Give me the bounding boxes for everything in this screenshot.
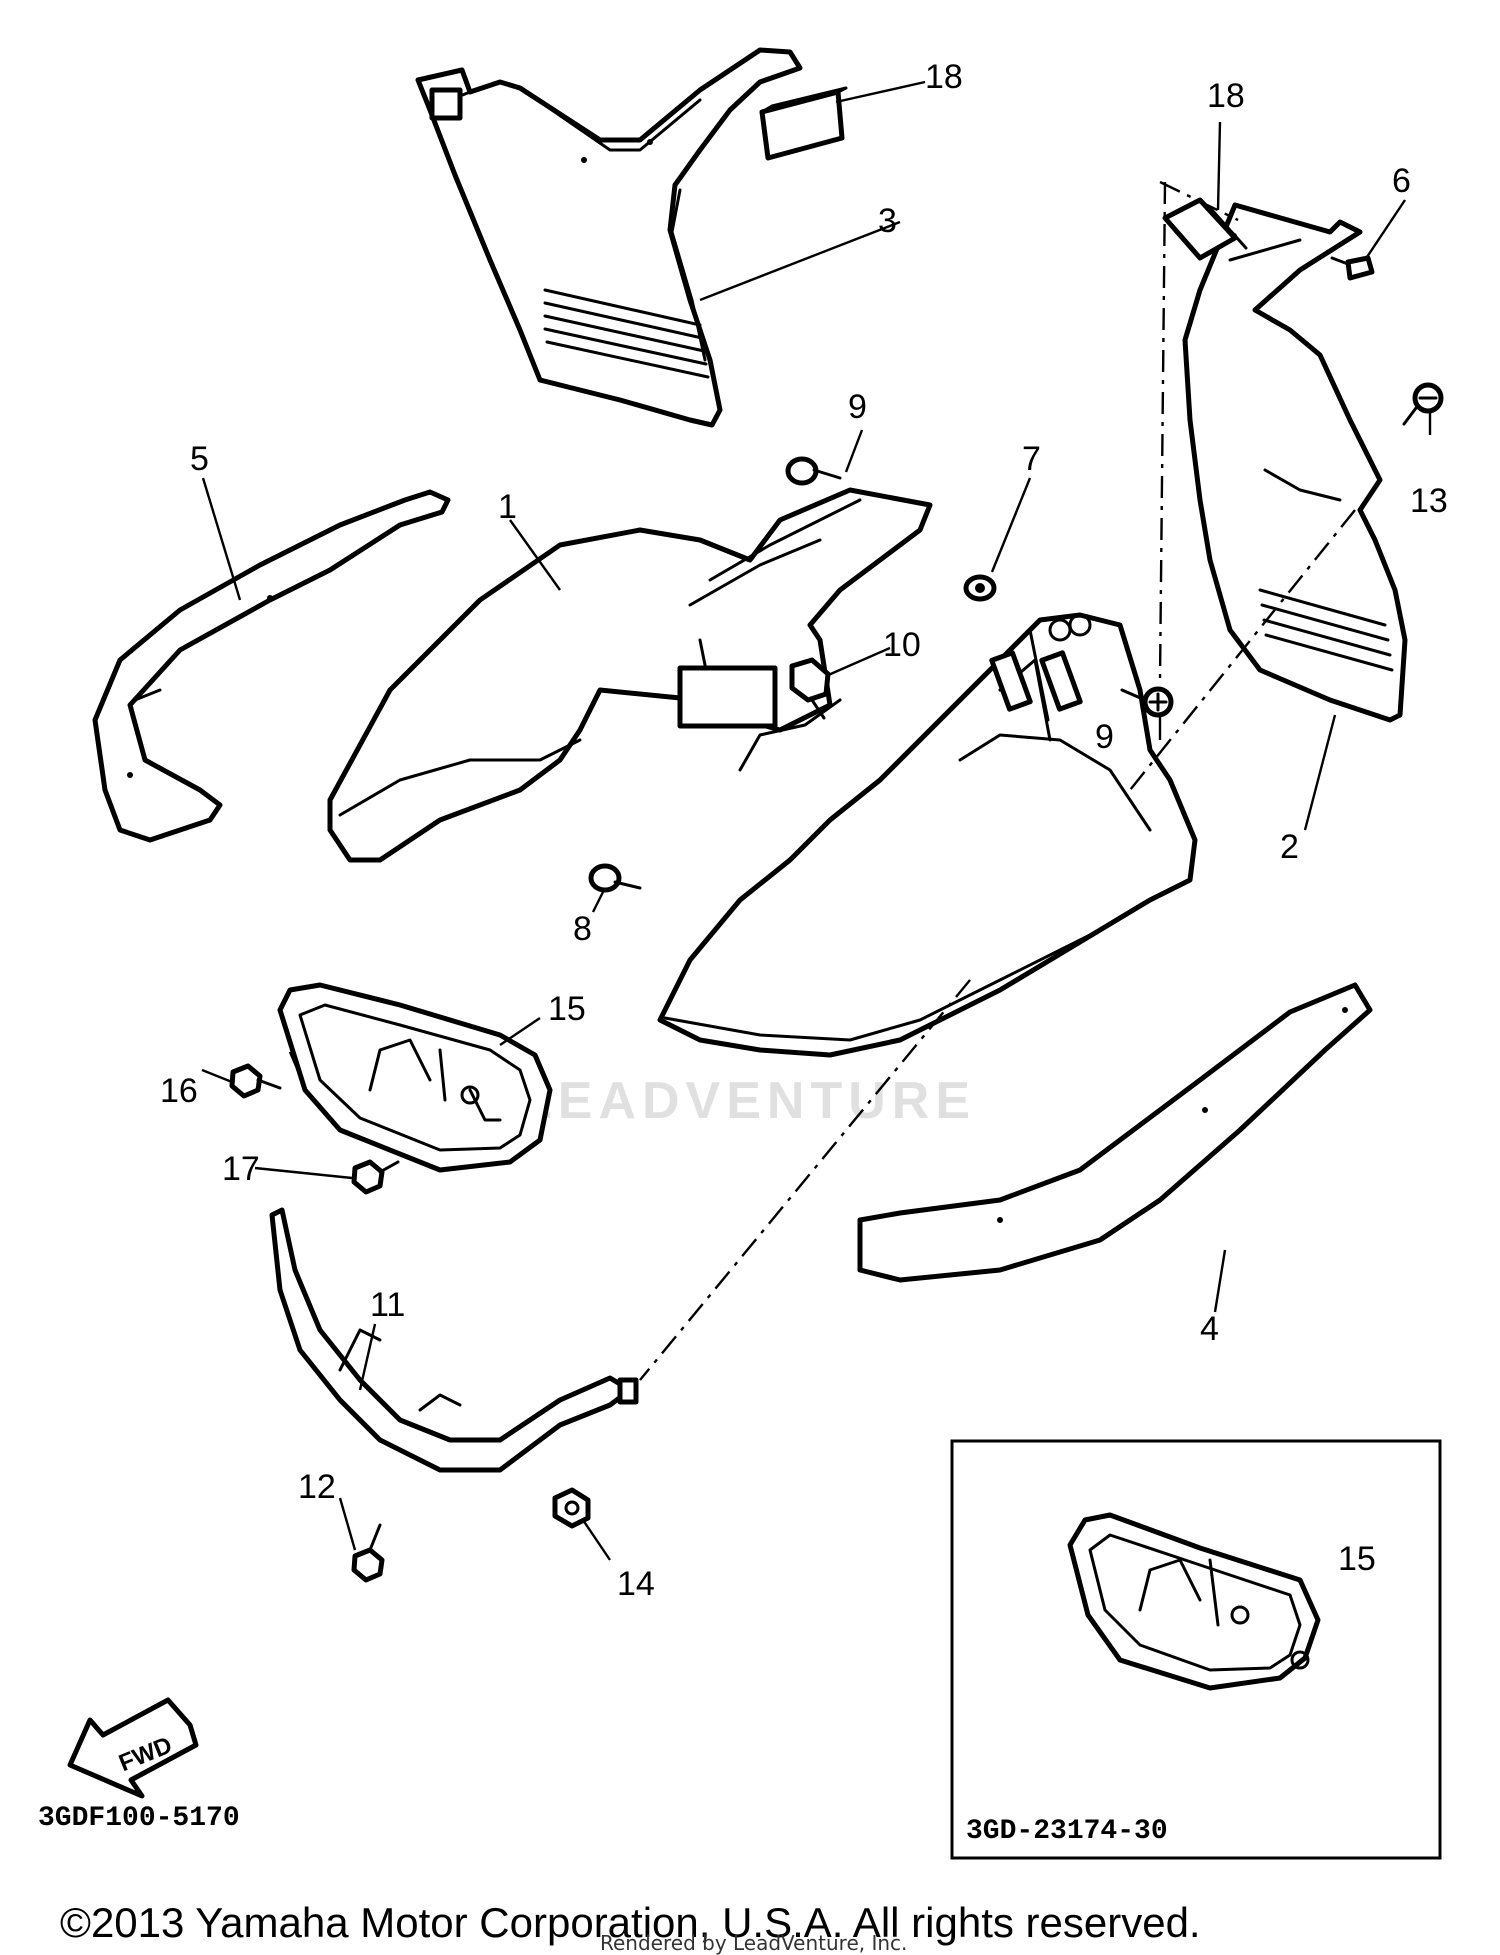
assembly-line-c — [1129, 509, 1356, 791]
callout-15-main: 15 — [548, 990, 586, 1028]
rendered-by-note: Rendered by LeadVenture, Inc. — [600, 1931, 907, 1955]
front-fender — [327, 487, 933, 863]
callout-7: 7 — [1022, 440, 1041, 478]
watermark: LEADVENTURE — [520, 1072, 976, 1130]
assembly-line-d — [639, 979, 971, 1381]
callout-3: 3 — [878, 202, 897, 240]
fwd-arrow: FWD — [67, 1697, 199, 1799]
callout-13: 13 — [1410, 482, 1448, 520]
screw-13 — [1402, 382, 1444, 426]
bolt-6 — [1330, 255, 1375, 281]
cushion-pad-left — [759, 86, 848, 161]
bolt-17 — [351, 1159, 400, 1195]
bolt-10 — [789, 657, 831, 720]
callout-1: 1 — [498, 488, 517, 526]
collar-7 — [963, 574, 997, 602]
callout-18-top-left: 18 — [925, 58, 963, 96]
callout-17: 17 — [222, 1150, 260, 1188]
callout-8: 8 — [573, 910, 592, 948]
callout-labels: 18 3 5 1 9 7 18 6 13 10 9 2 8 15 16 17 4… — [160, 58, 1448, 1603]
diagram-code: 3GDF100-5170 — [38, 1803, 240, 1834]
side-cover-right — [1182, 202, 1408, 723]
copyright-notice: ©2013 Yamaha Motor Corporation, U.S.A. A… — [60, 1899, 1201, 1946]
callout-11: 11 — [370, 1286, 405, 1324]
callout-18-top-right: 18 — [1207, 77, 1245, 115]
leader-lines — [201, 80, 1432, 1619]
callout-12: 12 — [298, 1468, 336, 1506]
side-cover-left — [415, 47, 803, 428]
callout-10: 10 — [883, 626, 921, 664]
bolt-12 — [351, 1523, 385, 1583]
assembly-line-e — [288, 1051, 304, 1081]
callout-14: 14 — [617, 1565, 655, 1603]
fender-center — [657, 612, 1198, 1058]
bolt-9-left — [785, 456, 842, 486]
callout-16: 16 — [160, 1072, 198, 1110]
assembly-line-b — [1159, 180, 1239, 222]
bolt-16 — [229, 1063, 282, 1099]
fender-stay — [269, 1207, 639, 1473]
callout-9-right: 9 — [1095, 718, 1114, 756]
callout-5: 5 — [190, 440, 209, 478]
assembly-line-a — [1158, 181, 1167, 681]
inset-part-code: 3GD-23174-30 — [966, 1816, 1168, 1847]
callout-4: 4 — [1200, 1310, 1219, 1348]
callout-15-inset: 15 — [1338, 1540, 1376, 1578]
bolt-8 — [588, 863, 642, 893]
mud-flap-right — [857, 982, 1373, 1283]
headlight-bracket — [277, 982, 553, 1173]
nut-14 — [552, 1487, 591, 1529]
callout-6: 6 — [1392, 162, 1411, 200]
callout-2: 2 — [1280, 828, 1299, 866]
inset-panel: 3GD-23174-30 — [950, 1439, 1442, 1860]
callout-9-left: 9 — [848, 388, 867, 426]
screw-9-right — [1120, 686, 1174, 718]
mud-flap-left — [92, 489, 451, 843]
